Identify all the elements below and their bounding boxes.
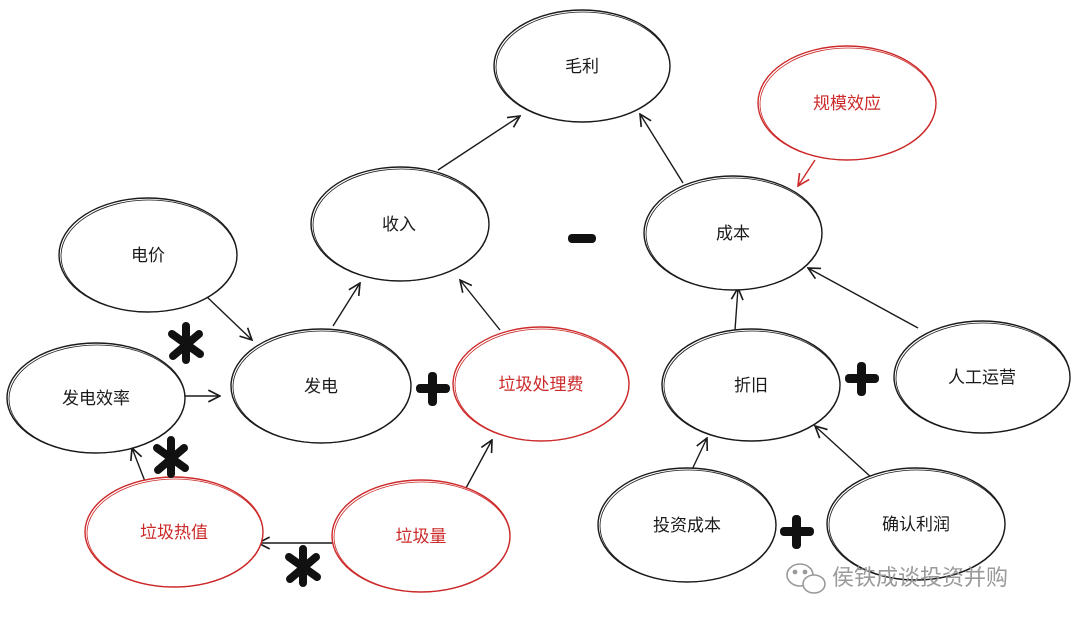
node-shouru: 收入: [310, 166, 490, 282]
arrow-rengong-to-chengben: [808, 268, 919, 329]
arrow-lajichulifei-to-shouru: [460, 280, 501, 331]
operator-plus-fadian-lajichulifei: +: [0, 0, 450, 406]
arrow-dianjia-to-fadian: [205, 295, 252, 340]
node-label-shouru: 收入: [382, 215, 416, 235]
node-label-zhejiu: 折旧: [734, 376, 768, 396]
arrow-lajiliang-to-lajichulifei: [465, 440, 492, 489]
operator-plus-zhejiu-rengong: [845, 362, 879, 396]
connectors: [132, 114, 919, 543]
node-label-touzichengben: 投资成本: [653, 516, 721, 536]
node-guimo: 规模效应: [757, 45, 937, 161]
arrow-lajireizhi-to-fadianxiaolv: [132, 448, 147, 485]
arrow-querenlirun-to-zhejiu: [815, 426, 873, 479]
node-dianjia: 电价: [58, 197, 238, 313]
svg-text:-: -: [0, 0, 1, 1]
node-label-fadianxiaolv: 发电效率: [62, 389, 130, 409]
node-lajireizhi: 垃圾热值: [84, 476, 264, 588]
node-fadianxiaolv: 发电效率: [6, 342, 186, 454]
node-label-lajiliang: 垃圾量: [396, 527, 447, 547]
node-fadian: 发电: [230, 328, 412, 444]
node-label-lajichulifei: 垃圾处理费: [499, 375, 584, 395]
node-label-rengong: 人工运营: [948, 368, 1016, 388]
operators: - + *: [0, 0, 879, 587]
node-label-maoli: 毛利: [565, 57, 599, 77]
node-querenlirun: 确认利润: [826, 467, 1006, 581]
wechat-icon: [786, 563, 826, 594]
node-label-querenlirun: 确认利润: [882, 515, 950, 535]
arrow-chengben-to-maoli: [640, 114, 684, 184]
operator-times-dianjia-fadianxiaolv: *: [0, 0, 204, 364]
watermark: 侯铁成谈投资并购: [786, 563, 1008, 594]
operator-times-fadianxiaolv-lajireizhi: [153, 436, 189, 478]
node-rengong: 人工运营: [893, 320, 1071, 434]
node-lajiliang: 垃圾量: [331, 479, 511, 593]
operator-plus-touzi-queren: [780, 515, 814, 549]
node-label-guimo: 规模效应: [813, 94, 881, 114]
node-label-lajireizhi: 垃圾热值: [140, 523, 208, 543]
operator-minus-maoli: -: [0, 0, 596, 243]
node-label-chengben: 成本: [716, 224, 750, 244]
arrow-shouru-to-maoli: [437, 116, 520, 171]
node-label-dianjia: 电价: [131, 246, 165, 266]
node-maoli: 毛利: [493, 9, 671, 123]
node-label-fadian: 发电: [304, 377, 338, 397]
watermark-text: 侯铁成谈投资并购: [832, 566, 1008, 591]
node-touzichengben: 投资成本: [597, 467, 777, 583]
svg-text:+: +: [0, 0, 1, 1]
svg-text:*: *: [0, 0, 1, 1]
node-zhejiu: 折旧: [661, 328, 841, 442]
operator-times-lajireizhi-lajiliang: [285, 545, 321, 587]
node-lajichulifei: 垃圾处理费: [452, 326, 630, 442]
arrow-guimo-to-chengben: [798, 159, 816, 186]
arrow-zhejiu-to-chengben: [735, 288, 738, 331]
arrow-fadian-to-shouru: [332, 283, 360, 327]
node-chengben: 成本: [643, 175, 823, 291]
